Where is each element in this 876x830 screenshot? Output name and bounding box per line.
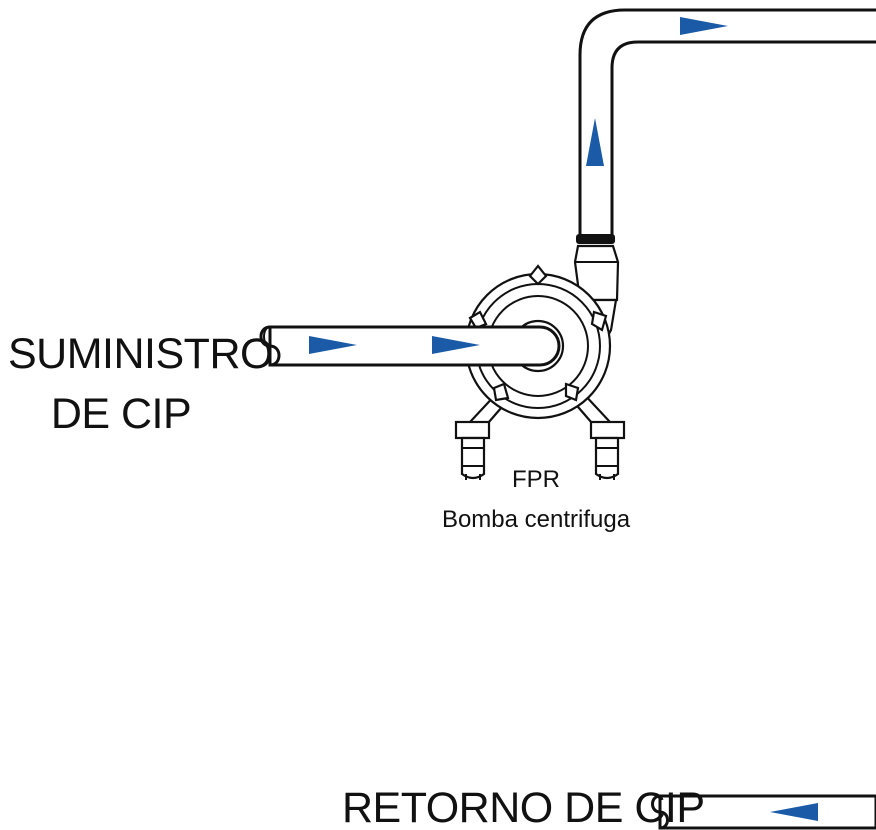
return-label: RETORNO DE CIP	[342, 784, 705, 830]
flow-arrow-up	[586, 118, 604, 166]
supply-pipe	[259, 325, 561, 367]
pump-name-label: Bomba centrifuga	[442, 506, 631, 533]
supply-label-line1: SUMINISTRO	[8, 330, 273, 378]
flow-arrow-return	[770, 803, 818, 821]
discharge-pipe	[578, 8, 876, 240]
flow-arrow-supply-1	[309, 336, 357, 354]
flow-arrow-right-top	[680, 17, 728, 35]
flow-arrow-supply-2	[432, 336, 480, 354]
pump-code-label: FPR	[512, 466, 560, 493]
return-pipe	[651, 794, 876, 830]
supply-label-line2: DE CIP	[51, 390, 191, 438]
